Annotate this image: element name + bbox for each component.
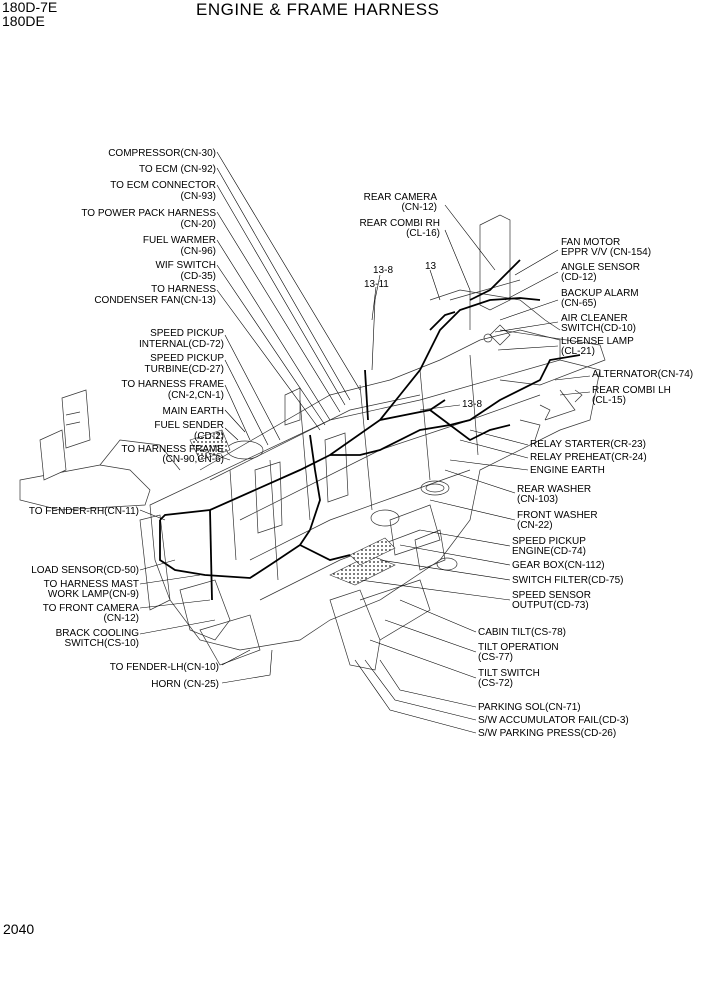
label-fan-motor-code: EPPR V/V (CN-154) — [561, 247, 651, 258]
callout-13: 13 — [425, 261, 437, 272]
left-labels: COMPRESSOR(CN-30) TO ECM (CN-92) TO ECM … — [29, 148, 225, 690]
label-brake-cooling-code: SWITCH(CS-10) — [65, 638, 139, 649]
label-tilt-switch: TILT SWITCH — [478, 668, 540, 679]
label-rear-combi-rh: REAR COMBI RH — [359, 218, 440, 229]
right-labels: FAN MOTOR EPPR V/V (CN-154) ANGLE SENSOR… — [478, 237, 693, 739]
callout-13-8-top: 13-8 — [373, 265, 393, 276]
page-number: 2040 — [3, 921, 35, 937]
label-speed-pickup-turbine: SPEED PICKUP — [150, 353, 224, 364]
label-rear-combi-lh-code: (CL-15) — [592, 395, 626, 406]
frame-drawing — [19, 214, 606, 671]
callout-13-8-center: 13-8 — [462, 399, 482, 410]
label-compressor: COMPRESSOR(CN-30) — [108, 148, 216, 159]
label-fuel-sender-code: (CD-2) — [194, 431, 224, 442]
label-front-washer-code: (CN-22) — [517, 520, 553, 531]
label-rear-washer-code: (CN-103) — [517, 494, 558, 505]
label-harness-frame-1-code: (CN-2,CN-1) — [168, 390, 224, 401]
label-harness-mast-code: WORK LAMP(CN-9) — [48, 589, 139, 600]
label-power-pack-code: (CN-20) — [180, 219, 216, 230]
label-front-washer: FRONT WASHER — [517, 510, 598, 521]
label-backup-alarm-code: (CN-65) — [561, 298, 597, 309]
label-speed-pickup-engine: SPEED PICKUP — [512, 536, 586, 547]
label-brake-cooling: BRACK COOLING — [56, 628, 140, 639]
label-horn: HORN (CN-25) — [151, 679, 219, 690]
label-tilt-switch-code: (CS-72) — [478, 678, 513, 689]
label-backup-alarm: BACKUP ALARM — [561, 288, 639, 299]
label-air-cleaner-code: SWITCH(CD-10) — [561, 323, 636, 334]
label-to-ecm-connector: TO ECM CONNECTOR — [110, 180, 216, 191]
label-rear-combi-rh-code: (CL-16) — [406, 228, 440, 239]
label-relay-starter: RELAY STARTER(CR-23) — [530, 439, 646, 450]
leader-lines — [139, 151, 591, 734]
callout-13-11: 13-11 — [364, 279, 389, 290]
label-condenser-fan: CONDENSER FAN(CN-13) — [94, 295, 216, 306]
label-switch-filter: SWITCH FILTER(CD-75) — [512, 575, 623, 586]
label-speed-pickup-internal-code: INTERNAL(CD-72) — [139, 339, 224, 350]
label-alternator: ALTERNATOR(CN-74) — [592, 369, 693, 380]
label-rear-washer: REAR WASHER — [517, 484, 591, 495]
label-to-ecm-connector-code: (CN-93) — [180, 191, 216, 202]
label-front-camera-code: (CN-12) — [103, 613, 139, 624]
label-rear-camera: REAR CAMERA — [364, 192, 438, 203]
page-title: ENGINE & FRAME HARNESS — [196, 0, 440, 19]
model-label-2: 180DE — [2, 13, 45, 29]
label-relay-preheat: RELAY PREHEAT(CR-24) — [530, 452, 647, 463]
label-speed-pickup-engine-code: ENGINE(CD-74) — [512, 546, 586, 557]
label-parking-sol: PARKING SOL(CN-71) — [478, 702, 581, 713]
label-gear-box: GEAR BOX(CN-112) — [512, 560, 605, 571]
label-speed-pickup-turbine-code: TURBINE(CD-27) — [145, 364, 224, 375]
label-harness-mast: TO HARNESS MAST — [44, 579, 139, 590]
label-license-lamp-code: (CL-21) — [561, 346, 595, 357]
label-fan-motor: FAN MOTOR — [561, 237, 620, 248]
label-to-ecm: TO ECM (CN-92) — [139, 164, 216, 175]
label-fender-rh: TO FENDER-RH(CN-11) — [29, 506, 139, 517]
label-load-sensor: LOAD SENSOR(CD-50) — [31, 565, 139, 576]
label-power-pack: TO POWER PACK HARNESS — [81, 208, 216, 219]
label-harness-frame-1: TO HARNESS FRAME — [121, 379, 224, 390]
label-angle-sensor: ANGLE SENSOR — [561, 262, 640, 273]
label-wif-switch-code: (CD-35) — [180, 271, 216, 282]
label-wif-switch: WIF SWITCH — [155, 260, 216, 271]
label-rear-camera-code: (CN-12) — [401, 202, 437, 213]
label-cabin-tilt: CABIN TILT(CS-78) — [478, 627, 566, 638]
label-front-camera: TO FRONT CAMERA — [43, 603, 140, 614]
label-tilt-operation: TILT OPERATION — [478, 642, 559, 653]
label-engine-earth: ENGINE EARTH — [530, 465, 605, 476]
label-speed-sensor-code: OUTPUT(CD-73) — [512, 600, 589, 611]
label-speed-pickup-internal: SPEED PICKUP — [150, 328, 224, 339]
label-tilt-operation-code: (CS-77) — [478, 652, 513, 663]
label-rear-combi-lh: REAR COMBI LH — [592, 385, 671, 396]
label-harness-frame-2: TO HARNESS FRAME — [121, 444, 224, 455]
label-air-cleaner: AIR CLEANER — [561, 313, 628, 324]
label-license-lamp: LICENSE LAMP — [561, 336, 634, 347]
model-label-1: 180D-7E — [2, 0, 58, 15]
label-angle-sensor-code: (CD-12) — [561, 272, 597, 283]
label-harness-frame-2-code: (CN-90,CN-6) — [162, 454, 224, 465]
label-fuel-warmer: FUEL WARMER — [143, 235, 216, 246]
label-to-harness: TO HARNESS — [151, 284, 216, 295]
harness-wires — [159, 259, 581, 601]
label-fuel-sender: FUEL SENDER — [154, 420, 224, 431]
label-parking-press: S/W PARKING PRESS(CD-26) — [478, 728, 616, 739]
top-labels: REAR CAMERA (CN-12) REAR COMBI RH (CL-16… — [359, 192, 440, 239]
label-speed-sensor: SPEED SENSOR — [512, 590, 591, 601]
label-accumulator-fail: S/W ACCUMULATOR FAIL(CD-3) — [478, 715, 629, 726]
label-main-earth: MAIN EARTH — [163, 406, 225, 417]
label-fuel-warmer-code: (CN-96) — [180, 246, 216, 257]
label-fender-lh: TO FENDER-LH(CN-10) — [110, 662, 219, 673]
